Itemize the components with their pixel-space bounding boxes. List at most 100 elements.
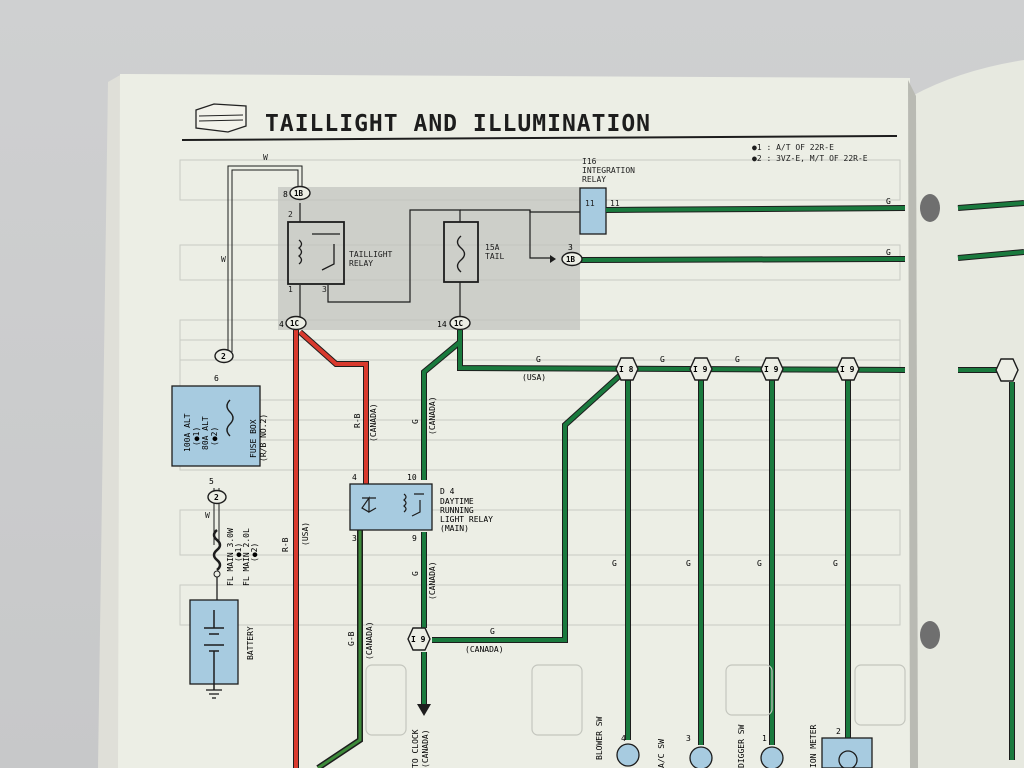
bleed-through-connectors [365, 664, 906, 736]
wire-label-g-bus-1: G [536, 355, 541, 364]
taillight-relay-label-1: TAILLIGHT [349, 250, 393, 259]
connector-1b-3 [550, 251, 583, 267]
fusebox-alt-1: 100A ALT [183, 413, 192, 452]
junction-i8 [615, 357, 639, 381]
daytime-pin-9: 9 [412, 534, 417, 543]
battery-label: BATTERY [246, 626, 255, 660]
ground-icon [206, 689, 222, 699]
taillight-relay-pin-1: 1 [288, 285, 293, 294]
wire-label-usa-bus: (USA) [522, 373, 546, 382]
connector-1c-14-id: 1C [454, 319, 463, 328]
ion-meter-label: ION METER [809, 724, 818, 768]
connector-1c-14-pin: 14 [437, 320, 447, 329]
blower-switch-bulb [616, 743, 640, 767]
digger-switch-bulb [760, 746, 784, 768]
connector-1b-8-pin: 8 [283, 190, 288, 199]
wire-label-canada-g-2: (CANADA) [428, 561, 437, 600]
junction-i9-c-id: I 9 [840, 365, 855, 374]
wire-label-w-left: W [221, 255, 226, 264]
fl-line-3: FL MAIN 2.0L [242, 528, 251, 586]
tail-fuse-amp: 15A [485, 243, 500, 252]
title-rule [181, 135, 898, 141]
wire-label-g-drop-1: G [612, 559, 617, 568]
wire-label-g-drop-3: G [757, 559, 762, 568]
taillight-relay-pin-2: 2 [288, 210, 293, 219]
junction-i9-b [760, 357, 784, 381]
wire-label-gb: G-B [347, 631, 356, 646]
fusebox-label-2: (R/B NO.2) [259, 414, 268, 462]
fl-line-4: (●2) [250, 543, 259, 562]
fuse-box-fuse-icon [226, 399, 234, 437]
ac-switch-label: A/C SW [657, 739, 666, 768]
taillight-relay-label-2: RELAY [349, 259, 373, 268]
binder-hole-bottom [920, 621, 940, 649]
wire-label-usa-rb: (USA) [301, 522, 310, 546]
wire-label-canada-low: (CANADA) [465, 645, 504, 654]
page-stack-left [98, 74, 122, 768]
fusebox-alt-4: (●2) [210, 427, 219, 446]
daytime-pin-4: 4 [352, 473, 357, 482]
page-gutter [908, 80, 918, 768]
bleed-through-table [179, 159, 901, 626]
daytime-relay-symbol-icon [361, 493, 424, 517]
fusebox-alt-3: 80A ALT [201, 416, 210, 450]
connector-1c-14 [449, 315, 471, 331]
green-wire [422, 201, 1024, 760]
daytime-label-3: LIGHT RELAY [440, 515, 493, 524]
connector-1b-8-id: 1B [294, 189, 304, 198]
to-clock-label-2: (CANADA) [421, 729, 430, 768]
connector-1c-4-pin: 4 [279, 320, 284, 329]
tail-fuse [443, 221, 479, 283]
connector-2-upper-id: 2 [221, 352, 226, 361]
integration-pin-inside: 11 [585, 199, 595, 208]
fusible-link-icon [212, 529, 222, 571]
wire-label-canada-g: (CANADA) [428, 396, 437, 435]
wire-label-g-drop-4: G [833, 559, 838, 568]
ion-meter-pin: 2 [836, 727, 841, 736]
integration-relay-label-1: INTEGRATION [582, 166, 635, 175]
daytime-pin-3: 3 [352, 534, 357, 543]
integration-pin-outside: 11 [610, 199, 620, 208]
daytime-label-1: DAYTIME [440, 497, 474, 506]
taillight-relay [287, 221, 345, 285]
connector-1b-8 [289, 185, 311, 201]
note-1: ●1 : A/T OF 22R-E [752, 143, 834, 152]
right-page [912, 60, 1024, 768]
junction-right-page [995, 358, 1019, 382]
wire-label-rb-upper: R-B [353, 413, 362, 428]
tail-fuse-name: TAIL [485, 252, 504, 261]
wire-label-g-drop-2: G [686, 559, 691, 568]
daytime-label-2: RUNNING [440, 506, 474, 515]
wire-label-canada-gb: (CANADA) [365, 621, 374, 660]
wire-label-g-bus-2: G [660, 355, 665, 364]
wire-label-g-vertical-2: G [411, 571, 420, 576]
wire-label-g-vertical: G [411, 419, 420, 424]
junction-i9-lower [407, 627, 431, 651]
wire-label-g-top: G [886, 197, 891, 206]
junction-i9-a [689, 357, 713, 381]
blower-switch-label: BLOWER SW [595, 716, 604, 760]
red-wire [294, 330, 368, 768]
taillight-relay-pin-3: 3 [322, 285, 327, 294]
connector-1c-4-id: 1C [290, 319, 299, 328]
junction-i9-c [836, 357, 860, 381]
wire-label-g-mid: G [886, 248, 891, 257]
integration-relay-code: I16 [582, 157, 597, 166]
wire-label-canada-rb: (CANADA) [369, 403, 378, 442]
junction-i8-id: I 8 [619, 365, 634, 374]
wire-label-rb-lower: R-B [281, 537, 290, 552]
connector-1b-3-id: 1B [566, 255, 576, 264]
daytime-label-4: (MAIN) [440, 524, 469, 533]
connector-2-lower-id: 2 [214, 493, 219, 502]
junction-i9-lower-id: I 9 [411, 635, 426, 644]
fusible-link-terminal [213, 570, 221, 578]
junction-i9-b-id: I 9 [764, 365, 779, 374]
blower-pin: 4 [621, 734, 626, 743]
connector-2-lower-pin: 5 [209, 477, 214, 486]
wire-label-w-lower: W [205, 511, 210, 520]
daytime-relay [349, 483, 433, 531]
integration-relay-label-2: RELAY [582, 175, 606, 184]
ac-switch-bulb [689, 746, 713, 768]
